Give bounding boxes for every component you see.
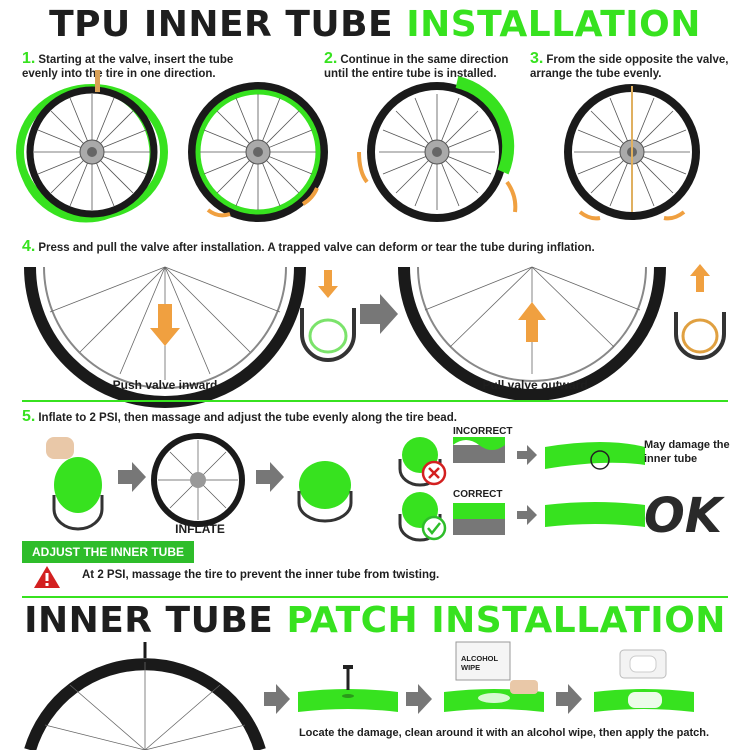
wheel-step-2 xyxy=(357,76,518,222)
patch-title-part1: INNER TUBE xyxy=(24,600,274,641)
patch-illustrations xyxy=(24,641,694,750)
alcohol-wipe-step xyxy=(444,641,544,712)
title-part1: TPU INNER TUBE xyxy=(49,4,394,45)
step-2-label: Continue in the same direction until the… xyxy=(324,54,509,80)
patch-title-part2: PATCH INSTALLATION xyxy=(286,600,726,641)
wheel-step-3 xyxy=(564,84,700,221)
steps-1-3-illustrations xyxy=(16,70,700,223)
wheel-puncture xyxy=(24,642,266,750)
caption-inflate: INFLATE xyxy=(175,522,225,536)
step-2-text: 2.Continue in the same direction until t… xyxy=(324,50,524,81)
correct-icon xyxy=(421,515,447,541)
step-1-label: Starting at the valve, insert the tube e… xyxy=(22,54,234,80)
tube-with-nail xyxy=(298,665,398,712)
arrow-icon-2 xyxy=(256,462,284,492)
page-title: TPU INNER TUBE INSTALLATION xyxy=(0,4,750,45)
arrow-icon-1 xyxy=(118,462,146,492)
step-1-text: 1.Starting at the valve, insert the tube… xyxy=(22,50,252,81)
arrow-icon-3 xyxy=(517,445,537,465)
step-3-number: 3. xyxy=(530,50,544,67)
step-4-number: 4. xyxy=(22,238,36,255)
step-2-number: 2. xyxy=(324,50,338,67)
wheel-inflate xyxy=(151,433,245,527)
label-incorrect: INCORRECT xyxy=(453,426,513,437)
label-correct: CORRECT xyxy=(453,489,503,500)
wheel-step-1 xyxy=(16,70,168,223)
step-4-text: 4.Press and pull the valve after install… xyxy=(22,238,732,255)
step-5-number: 5. xyxy=(22,408,36,425)
wheel-push-valve xyxy=(24,266,306,408)
patch-caption: Locate the damage, clean around it with … xyxy=(298,727,710,739)
arrow-icon-5 xyxy=(264,684,290,714)
incorrect-tube-section xyxy=(398,437,447,487)
adjust-badge: ADJUST THE INNER TUBE xyxy=(22,541,195,563)
divider-1 xyxy=(22,400,728,402)
caption-push: Push valve inward xyxy=(112,378,218,392)
step-5-text: 5.Inflate to 2 PSI, then massage and adj… xyxy=(22,408,542,425)
warning-icon xyxy=(34,566,60,588)
wheel-step-1b xyxy=(188,82,328,222)
step-5-illustrations xyxy=(46,433,353,531)
correct-tube-section xyxy=(398,492,447,542)
inflated-tube-section xyxy=(297,461,353,523)
tube-section-push xyxy=(300,270,356,362)
correct-incorrect-comparison xyxy=(398,437,645,542)
step-3-label: From the side opposite the valve, arrang… xyxy=(530,54,729,80)
divider-2 xyxy=(22,596,728,598)
step-5-label: Inflate to 2 PSI, then massage and adjus… xyxy=(38,412,457,424)
arrow-icon-6 xyxy=(406,684,432,714)
ok-label: OK xyxy=(644,488,722,544)
step-4-illustrations xyxy=(24,264,726,408)
step-3-text: 3.From the side opposite the valve, arra… xyxy=(530,50,740,81)
arrow-icon-7 xyxy=(556,684,582,714)
patch-title: INNER TUBE PATCH INSTALLATION xyxy=(0,600,750,641)
alcohol-wipe-label: ALCOHOL WIPE xyxy=(461,654,498,672)
title-part2: INSTALLATION xyxy=(406,4,701,45)
caption-pull: Pull valve outward xyxy=(482,378,588,392)
arrow-icon-4 xyxy=(517,505,537,525)
inflated-tube-hand xyxy=(46,437,104,531)
step-4-label: Press and pull the valve after installat… xyxy=(38,242,595,254)
next-arrow-icon xyxy=(360,294,398,334)
patch-applied xyxy=(594,649,694,712)
wheel-pull-valve xyxy=(398,266,666,401)
damage-note: May damage the inner tube xyxy=(644,439,730,465)
step-1-number: 1. xyxy=(22,50,36,67)
warning-text: At 2 PSI, massage the tire to prevent th… xyxy=(82,569,440,581)
tube-section-pull xyxy=(674,264,726,360)
